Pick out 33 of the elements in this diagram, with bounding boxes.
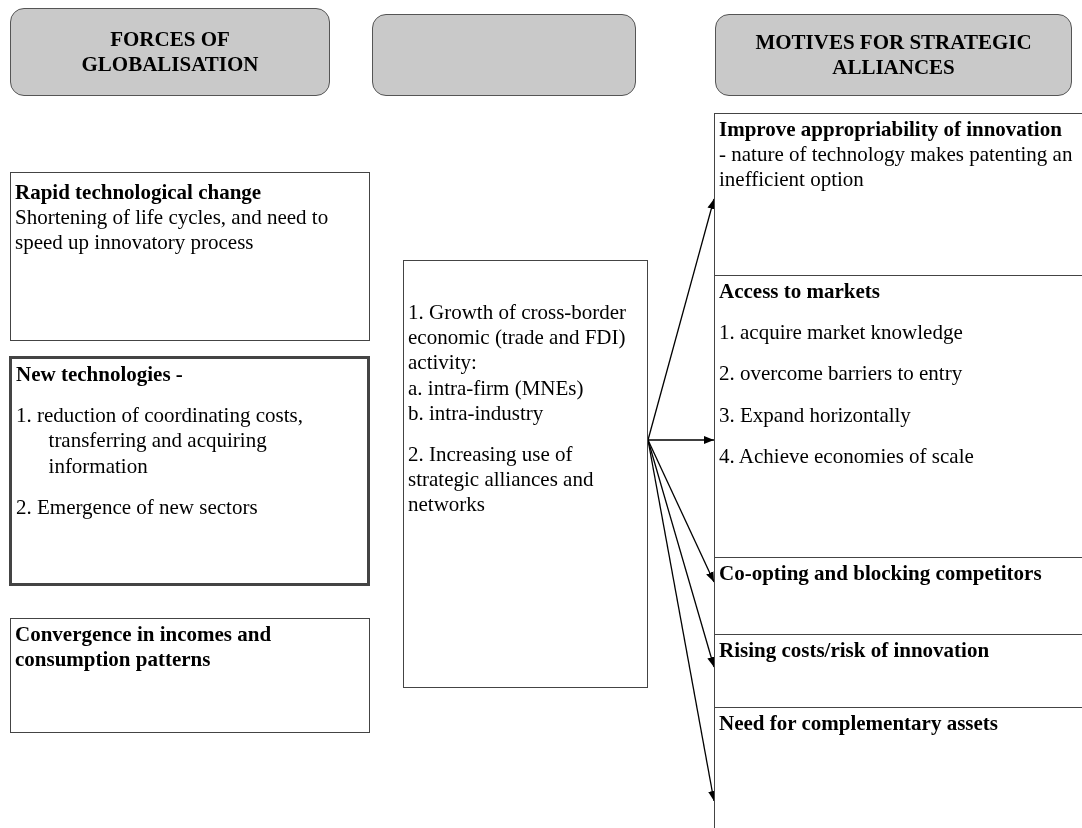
arrow [647, 198, 716, 441]
text-box [714, 113, 1082, 276]
header-box [715, 14, 1072, 96]
heading-text: Rising costs/risk of innovation [719, 638, 991, 664]
body-text: 4. Achieve economies of scale [719, 443, 975, 469]
body-text: 2. Increasing use of strategic alliances and networks [408, 441, 595, 518]
heading-text: Rapid technological change [15, 180, 263, 206]
body-text: 2. overcome barriers to entry [719, 361, 964, 387]
empty-box [372, 14, 636, 96]
text-box [9, 356, 370, 586]
body-text: Shortening of life cycles, and need to speed up innovatory process [15, 205, 330, 256]
header-text: FORCES OF GLOBALISATION [80, 26, 260, 78]
body-text: 3. Expand horizontally [719, 402, 912, 428]
body-text: b. intra-industry [408, 400, 545, 426]
arrow [647, 439, 715, 583]
body-text: 1. Growth of cross-border economic (trade and FDI) activity: [408, 300, 628, 376]
heading-text: Access to markets [719, 279, 881, 305]
header-box [10, 8, 330, 96]
heading-text: Convergence in incomes and consumption patterns [15, 622, 273, 673]
arrow [647, 436, 715, 444]
header-text: MOTIVES FOR STRATEGIC ALLIANCES [754, 29, 1033, 81]
heading-text: Need for complementary assets [719, 711, 999, 737]
body-text: a. intra-firm (MNEs) [408, 375, 585, 401]
heading-text: New technologies - [16, 362, 184, 388]
body-text: - nature of technology makes patenting an inefficient option [719, 142, 1074, 193]
heading-text: Co-opting and blocking competitors [719, 561, 1043, 587]
text-box [403, 260, 648, 688]
text-box [10, 618, 370, 733]
body-text: 1. acquire market knowledge [719, 320, 964, 346]
body-text: 2. Emergence of new sectors [16, 494, 259, 520]
heading-text: Improve appropriability of innovation [719, 117, 1063, 143]
text-box [10, 172, 370, 341]
body-text: 1. reduction of coordinating costs, transferring and acquiring information [16, 403, 304, 479]
